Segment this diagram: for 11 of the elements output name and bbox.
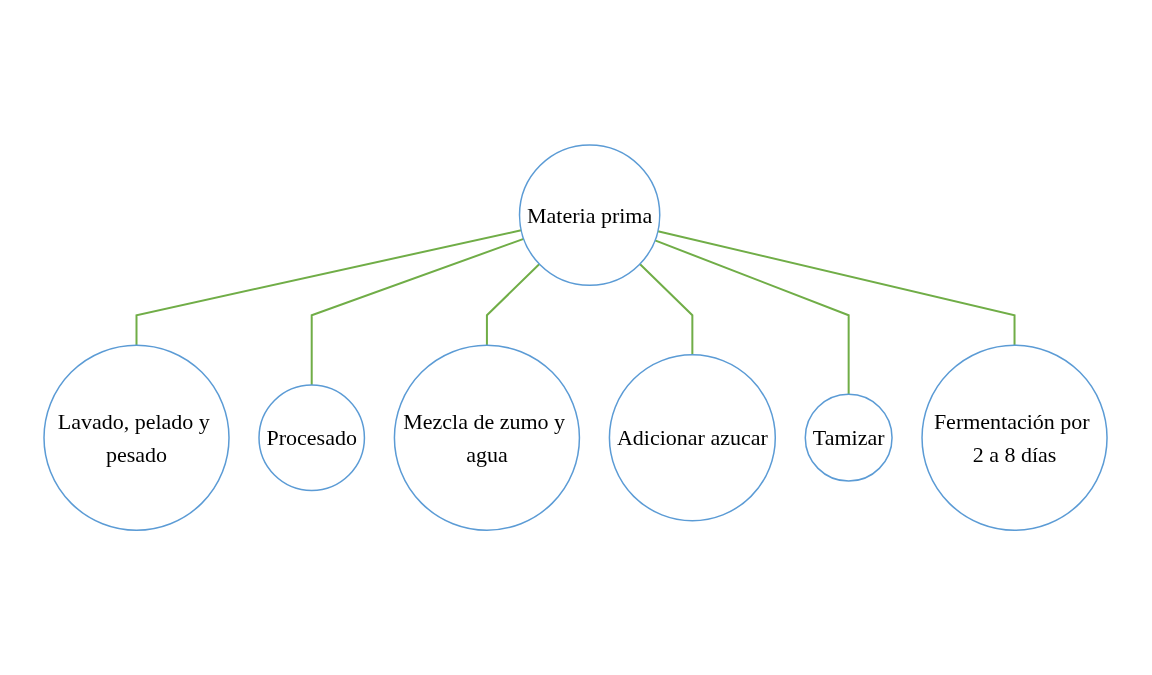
node-circle: Tamizar bbox=[805, 393, 894, 482]
node-circle: Procesado bbox=[258, 384, 366, 492]
node-circle: Mezcla de zumo y agua bbox=[394, 344, 581, 531]
node-circle: Adicionar azucar bbox=[609, 353, 777, 522]
connector bbox=[657, 230, 1016, 347]
connector bbox=[639, 262, 694, 356]
node-circle: Fermentación por 2 a 8 días bbox=[921, 344, 1109, 531]
node-circle: Lavado, pelado y pesado bbox=[43, 344, 231, 531]
connector bbox=[486, 262, 541, 347]
connector bbox=[654, 239, 851, 396]
node-circle: Materia prima bbox=[519, 144, 661, 286]
